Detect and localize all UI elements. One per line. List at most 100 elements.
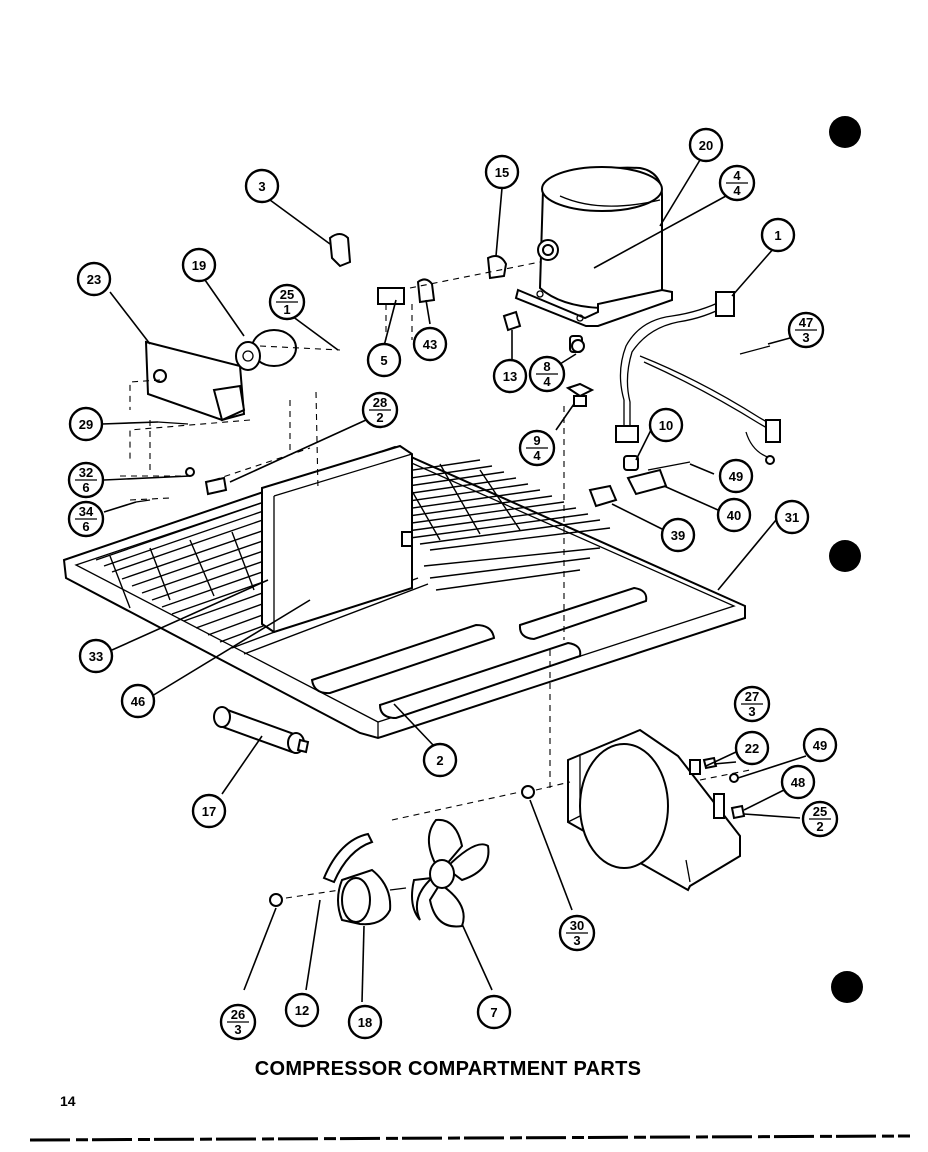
svg-text:2: 2 — [436, 753, 443, 768]
fan-shroud — [567, 728, 741, 892]
svg-text:1: 1 — [283, 302, 290, 317]
svg-text:6: 6 — [82, 480, 89, 495]
svg-text:26: 26 — [231, 1007, 245, 1022]
svg-text:28: 28 — [373, 395, 387, 410]
screws-right — [702, 756, 746, 820]
callout-7: 7 — [476, 994, 512, 1030]
callout-46: 46 — [120, 683, 156, 719]
callout-30-3: 303 — [558, 914, 596, 952]
svg-text:40: 40 — [727, 508, 741, 523]
drier-17 — [213, 706, 310, 754]
callout-18: 18 — [347, 1004, 383, 1040]
callout-19: 19 — [181, 247, 217, 283]
callout-32-6: 326 — [67, 461, 105, 499]
callout-5: 5 — [366, 342, 402, 378]
fan-motor — [337, 868, 407, 926]
svg-text:31: 31 — [785, 510, 799, 525]
callout-3: 3 — [244, 168, 280, 204]
svg-text:43: 43 — [423, 337, 437, 352]
svg-text:8: 8 — [543, 359, 550, 374]
svg-text:2: 2 — [816, 819, 823, 834]
svg-text:33: 33 — [89, 649, 103, 664]
svg-text:4: 4 — [733, 168, 741, 183]
callout-48: 48 — [780, 764, 816, 800]
callout-31: 31 — [774, 499, 810, 535]
fan-blade — [411, 818, 490, 928]
callout-23: 23 — [76, 261, 112, 297]
timer-motor — [235, 329, 297, 371]
page-number: 14 — [60, 1093, 76, 1109]
svg-text:3: 3 — [748, 704, 755, 719]
callout-22: 22 — [734, 730, 770, 766]
svg-text:18: 18 — [358, 1015, 372, 1030]
svg-text:7: 7 — [490, 1005, 497, 1020]
svg-text:39: 39 — [671, 528, 685, 543]
svg-text:47: 47 — [799, 315, 813, 330]
svg-text:32: 32 — [79, 465, 93, 480]
svg-text:23: 23 — [87, 272, 101, 287]
callout-43: 43 — [412, 326, 448, 362]
callout-12: 12 — [284, 992, 320, 1028]
svg-text:22: 22 — [745, 741, 759, 756]
svg-text:13: 13 — [503, 369, 517, 384]
svg-text:30: 30 — [570, 918, 584, 933]
svg-text:3: 3 — [258, 179, 265, 194]
svg-text:3: 3 — [234, 1022, 241, 1037]
leader-lines — [101, 159, 807, 1003]
svg-text:46: 46 — [131, 694, 145, 709]
callout-25-2: 252 — [801, 800, 839, 838]
control-bracket — [144, 340, 246, 422]
svg-text:5: 5 — [380, 353, 387, 368]
svg-text:4: 4 — [533, 448, 541, 463]
svg-text:25: 25 — [813, 804, 827, 819]
callout-28-2: 282 — [361, 391, 399, 429]
svg-text:15: 15 — [495, 165, 509, 180]
compressor — [514, 166, 673, 327]
svg-text:17: 17 — [202, 804, 216, 819]
callout-40: 40 — [716, 497, 752, 533]
svg-text:3: 3 — [802, 330, 809, 345]
callout-9-4: 94 — [518, 429, 556, 467]
binder-hole-middle — [829, 540, 861, 572]
svg-text:20: 20 — [699, 138, 713, 153]
svg-text:1: 1 — [774, 228, 781, 243]
svg-text:27: 27 — [745, 689, 759, 704]
divider-panel — [261, 444, 413, 634]
svg-text:12: 12 — [295, 1003, 309, 1018]
grommet-30 — [521, 785, 535, 799]
relay-overload — [588, 455, 691, 508]
callout-25-1: 251 — [268, 283, 306, 321]
wiring-harness — [615, 291, 781, 465]
callout-20: 20 — [688, 127, 724, 163]
svg-text:4: 4 — [543, 374, 551, 389]
svg-text:48: 48 — [791, 775, 805, 790]
callout-10: 10 — [648, 407, 684, 443]
callout-27-3: 273 — [733, 685, 771, 723]
callout-34-6: 346 — [67, 500, 105, 538]
svg-text:19: 19 — [192, 258, 206, 273]
scan-edge — [29, 1134, 911, 1142]
svg-text:3: 3 — [573, 933, 580, 948]
svg-text:49: 49 — [813, 738, 827, 753]
svg-text:10: 10 — [659, 418, 673, 433]
diagram-title: COMPRESSOR COMPARTMENT PARTS — [254, 1058, 642, 1080]
svg-text:49: 49 — [729, 469, 743, 484]
svg-text:25: 25 — [280, 287, 294, 302]
callout-39: 39 — [660, 517, 696, 553]
clip-3 — [328, 233, 352, 268]
callout-29: 29 — [68, 406, 104, 442]
motor-bracket — [269, 832, 374, 907]
svg-text:9: 9 — [533, 433, 540, 448]
binder-hole-top — [829, 116, 861, 148]
svg-text:29: 29 — [79, 417, 93, 432]
callout-13: 13 — [492, 358, 528, 394]
callout-26-3: 263 — [219, 1003, 257, 1041]
callout-2: 2 — [422, 742, 458, 778]
callout-8-4: 84 — [528, 355, 566, 393]
callout-47-3: 473 — [787, 311, 825, 349]
callout-1: 1 — [760, 217, 796, 253]
svg-text:34: 34 — [79, 504, 94, 519]
callout-49-upper: 49 — [718, 458, 754, 494]
svg-text:4: 4 — [733, 183, 741, 198]
